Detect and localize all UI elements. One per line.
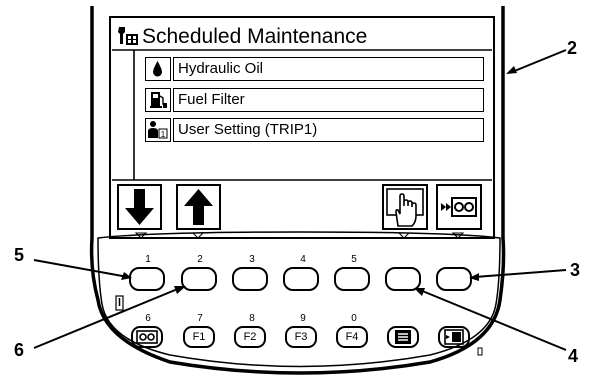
keypad-button-f4[interactable]: F4: [336, 326, 368, 348]
list-item-hydraulic-oil[interactable]: Hydraulic Oil: [145, 57, 484, 81]
main-screen-icon: [136, 330, 158, 344]
list-item-fuel-filter[interactable]: Fuel Filter: [145, 88, 484, 112]
keypad-button-display-switch[interactable]: [438, 326, 470, 348]
callout-4: 4: [568, 346, 579, 366]
softkey-down[interactable]: [117, 184, 162, 230]
return-to-main-icon: [441, 197, 477, 217]
softkey-up[interactable]: [176, 184, 221, 230]
keypad-button-main[interactable]: [131, 326, 163, 348]
keypad-button-2[interactable]: [181, 267, 217, 291]
f4-label: F4: [345, 331, 359, 343]
key-number-6: 6: [145, 313, 151, 324]
key-number-5: 5: [351, 254, 357, 265]
fuel-pump-icon: [145, 88, 171, 112]
softkey-return[interactable]: [436, 184, 482, 230]
user-setting-icon: 1: [145, 118, 171, 142]
keypad-button-menu[interactable]: [387, 326, 419, 348]
f2-label: F2: [243, 331, 257, 343]
f1-label: F1: [192, 331, 206, 343]
key-number-8: 8: [249, 313, 255, 324]
softkey-select[interactable]: [382, 184, 428, 230]
menu-list-icon: [395, 330, 411, 344]
callout-3: 3: [570, 260, 581, 280]
keypad-button-f2[interactable]: F2: [234, 326, 266, 348]
arrow-up-icon: [184, 189, 213, 225]
key-number-0: 0: [351, 313, 357, 324]
hand-select-icon: [386, 188, 424, 227]
key-number-9: 9: [300, 313, 306, 324]
list-item-label: Hydraulic Oil: [173, 57, 484, 81]
key-number-4: 4: [300, 254, 306, 265]
list-item-label: Fuel Filter: [173, 88, 484, 112]
callout-6: 6: [14, 340, 25, 360]
hydraulic-oil-drop-icon: [145, 57, 171, 81]
key-number-7: 7: [197, 313, 203, 324]
keypad-button-return[interactable]: [436, 267, 472, 291]
callout-5: 5: [14, 245, 25, 265]
key-number-3: 3: [249, 254, 255, 265]
keypad-button-f3[interactable]: F3: [285, 326, 317, 348]
keypad-button-1[interactable]: [129, 267, 165, 291]
keypad-button-f1[interactable]: F1: [183, 326, 215, 348]
screen-title: Scheduled Maintenance: [142, 25, 368, 48]
keypad-button-3[interactable]: [232, 267, 268, 291]
keypad-button-4[interactable]: [283, 267, 319, 291]
svg-text:1: 1: [161, 130, 166, 139]
key-number-1: 1: [145, 254, 151, 265]
keypad-button-select[interactable]: [385, 267, 421, 291]
maintenance-wrench-icon: [118, 27, 138, 45]
list-item-label: User Setting (TRIP1): [173, 118, 484, 142]
list-item-user-setting[interactable]: 1 User Setting (TRIP1): [145, 118, 484, 142]
display-switch-icon: [444, 329, 464, 345]
f3-label: F3: [294, 331, 308, 343]
arrow-down-icon: [125, 189, 154, 225]
callout-2: 2: [567, 38, 578, 58]
key-number-2: 2: [197, 254, 203, 265]
keypad-button-5[interactable]: [334, 267, 370, 291]
